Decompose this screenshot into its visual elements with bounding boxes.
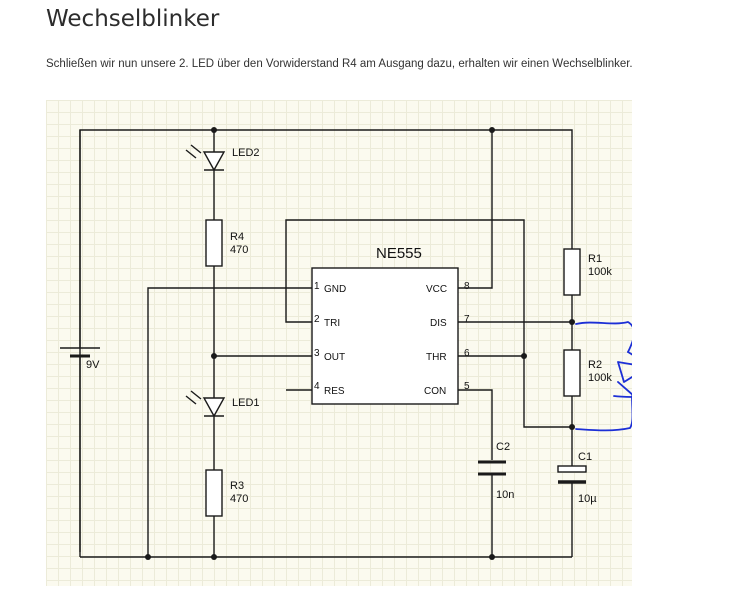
battery-symbol — [60, 130, 100, 362]
c2-name: C2 — [496, 441, 510, 453]
schematic-drawing: 9V LED2 R4 470 LED1 R3 470 NE555 1 GN — [60, 127, 612, 560]
pin-name-out: OUT — [324, 352, 345, 363]
r2-value: 100k — [588, 372, 612, 384]
pin-label: 6 — [464, 348, 470, 359]
pin-label: 5 — [464, 381, 470, 392]
intro-paragraph: Schließen wir nun unsere 2. LED über den… — [46, 58, 633, 70]
pin-name-tri: TRI — [324, 318, 340, 329]
page-title: Wechselblinker — [46, 6, 220, 32]
r3-value: 470 — [230, 493, 248, 505]
con-wire — [458, 389, 493, 460]
pin-label: 1 — [314, 281, 320, 292]
led2-symbol — [185, 144, 226, 172]
junction-dot — [569, 424, 575, 430]
led1-label: LED1 — [232, 397, 260, 409]
junction-dot — [211, 353, 217, 359]
tri-wire — [285, 219, 572, 428]
ne555-chip — [311, 267, 459, 405]
r3-name: R3 — [230, 480, 244, 492]
r2-name: R2 — [588, 359, 602, 371]
junction-dot — [521, 353, 527, 359]
c1-capacitor — [557, 465, 587, 557]
circuit-schematic: 9V LED2 R4 470 LED1 R3 470 NE555 1 GN — [46, 100, 632, 586]
vcc-wire — [458, 130, 493, 289]
pin-name-con: CON — [424, 386, 446, 397]
led2-label: LED2 — [232, 147, 260, 159]
pin-name-res: RES — [324, 386, 345, 397]
r4-value: 470 — [230, 244, 248, 256]
c1-name: C1 — [578, 451, 592, 463]
annotation-stroke-top — [575, 321, 632, 353]
r4-name: R4 — [230, 231, 244, 243]
pin-label: 7 — [464, 314, 470, 325]
pin-label: 8 — [464, 281, 470, 292]
led1-symbol — [185, 390, 226, 418]
pin-name-gnd: GND — [324, 284, 346, 295]
c1-value: 10µ — [578, 493, 597, 505]
r1-value: 100k — [588, 266, 612, 278]
battery-label: 9V — [86, 359, 100, 371]
pin-label: 3 — [314, 348, 320, 359]
c2-value: 10n — [496, 489, 514, 501]
junction-dot — [211, 127, 217, 133]
junction-dot — [145, 554, 151, 560]
chip-name: NE555 — [376, 245, 422, 262]
r1-name: R1 — [588, 253, 602, 265]
junction-dot — [211, 554, 217, 560]
pin-name-dis: DIS — [430, 318, 447, 329]
annotation-diode-sketch — [617, 351, 632, 396]
pin-label: 2 — [314, 314, 320, 325]
pin-name-thr: THR — [426, 352, 447, 363]
annotation-stroke-bottom — [575, 395, 632, 432]
junction-dot — [489, 554, 495, 560]
junction-dot — [569, 319, 575, 325]
gnd-wire — [147, 287, 312, 557]
pin-label: 4 — [314, 381, 320, 392]
handdrawn-annotation — [575, 321, 632, 432]
junction-dot — [489, 127, 495, 133]
c2-capacitor — [478, 460, 506, 557]
pin-name-vcc: VCC — [426, 284, 447, 295]
